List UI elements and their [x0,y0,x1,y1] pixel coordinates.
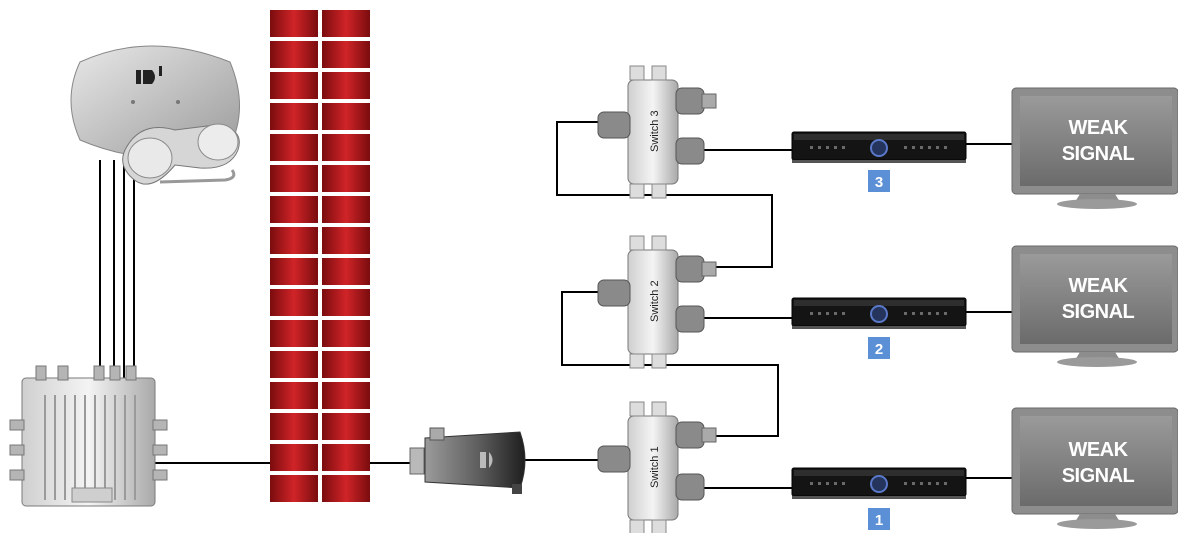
switch-1-label: Switch 1 [649,446,661,488]
switch-3-label: Switch 3 [649,110,661,152]
brick [322,10,370,37]
brick [322,72,370,99]
tv-3-line2: SIGNAL [1062,143,1135,165]
tv-2: WEAK SIGNAL [1011,245,1178,367]
brick [322,227,370,254]
brick [270,41,318,68]
brick [270,475,318,502]
brick [270,72,318,99]
brick [270,444,318,471]
switch-3: Switch 3 [597,65,717,199]
brick [270,103,318,130]
tv-1: WEAK SIGNAL [1011,407,1178,529]
brick [270,196,318,223]
tv-1-line2: SIGNAL [1062,465,1135,487]
receiver-2 [791,297,967,329]
brick [270,227,318,254]
multiswitch [9,365,168,507]
receiver-1 [791,467,967,499]
tv-1-line1: WEAK [1068,439,1128,461]
brick [322,289,370,316]
brick [322,258,370,285]
brick [270,320,318,347]
brick [270,258,318,285]
tv-3-line1: WEAK [1068,117,1128,139]
brick [322,382,370,409]
brick [322,351,370,378]
dish-logo-icon [136,66,162,84]
signal-amplifier [409,427,526,494]
badge-2-text: 2 [875,341,883,358]
badge-1-text: 1 [875,512,883,529]
brick [270,134,318,161]
satellite-dish [70,45,240,185]
brick-wall [270,10,370,506]
receiver-3 [791,131,967,163]
tv-2-line2: SIGNAL [1062,301,1135,323]
badge-3-text: 3 [875,174,883,191]
tv-3: WEAK SIGNAL [1011,87,1178,209]
brick [270,10,318,37]
switch-2-label: Switch 2 [649,280,661,322]
brick [322,475,370,502]
brick [322,413,370,440]
brick [322,103,370,130]
switch-2: Switch 2 [597,235,717,369]
brick [322,320,370,347]
receiver-2-badge: 2 [868,337,890,359]
brick [270,413,318,440]
brick [270,289,318,316]
switch-1: Switch 1 [597,401,717,533]
tv-2-line1: WEAK [1068,275,1128,297]
receiver-1-badge: 1 [868,508,890,530]
receiver-3-badge: 3 [868,170,890,192]
brick [270,165,318,192]
brick [270,382,318,409]
brick [322,41,370,68]
brick [270,351,318,378]
brick [322,196,370,223]
brick [322,134,370,161]
brick [322,165,370,192]
brick [322,444,370,471]
